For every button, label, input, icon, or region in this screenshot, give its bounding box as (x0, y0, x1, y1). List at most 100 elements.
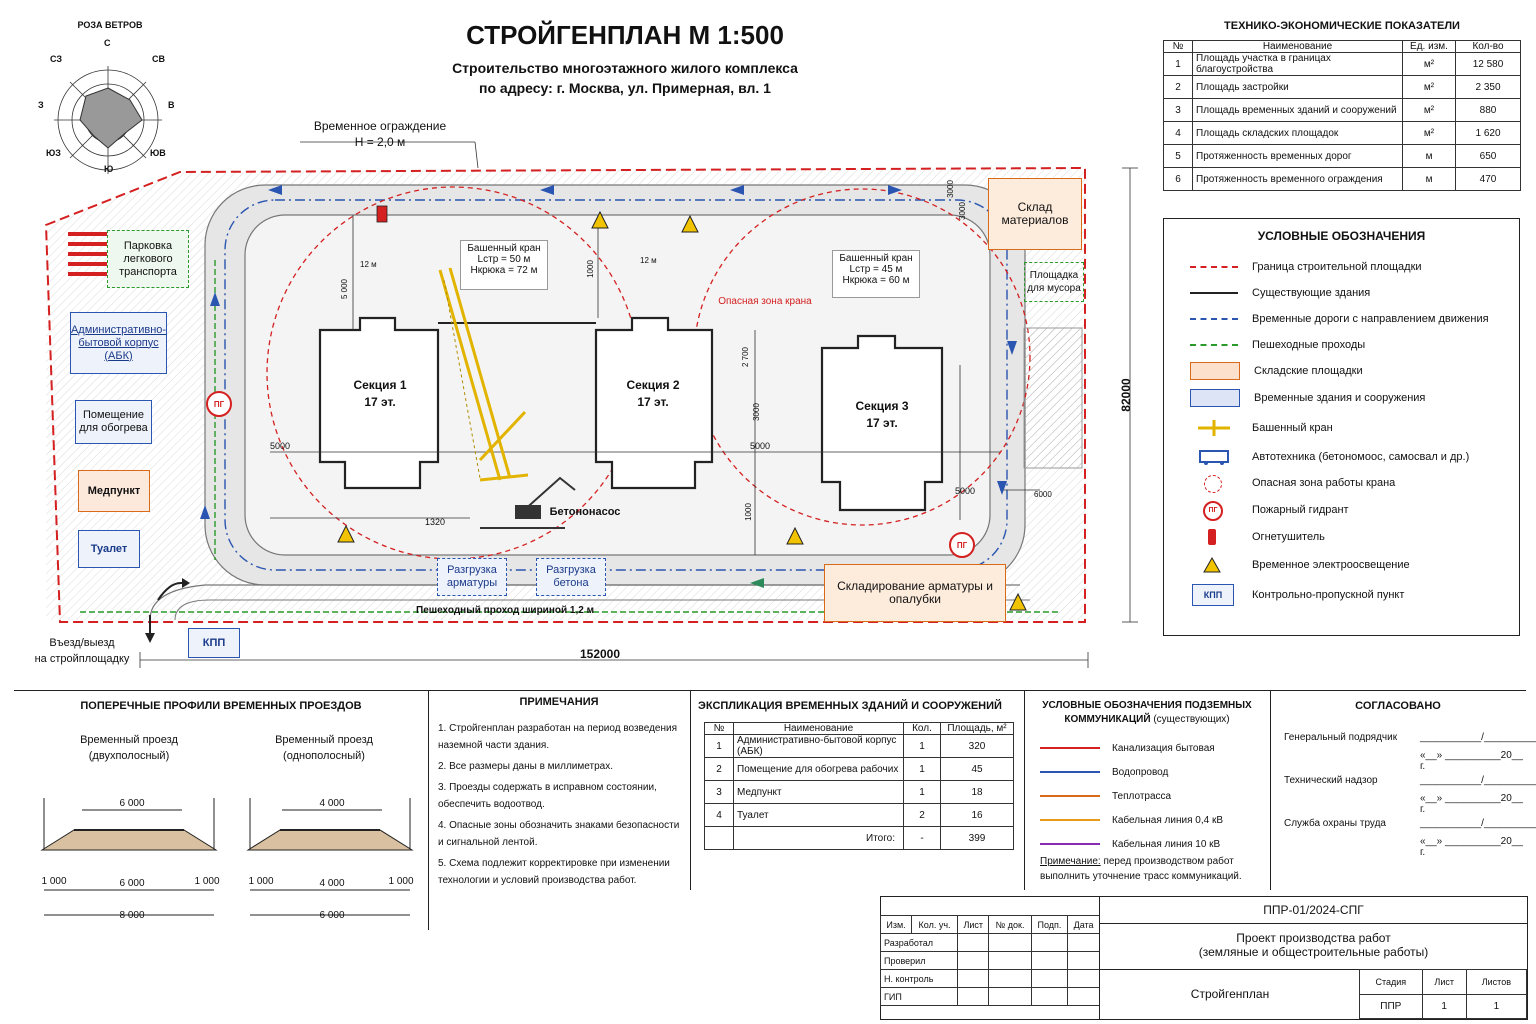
dim-v3: 2 700 (741, 346, 751, 368)
fence-label-2: Н = 2,0 м (354, 135, 406, 149)
toilet: Туалет (78, 530, 140, 568)
pump-label: Бетононасос (549, 506, 621, 518)
tep-cell: 3 (1163, 98, 1193, 122)
stamp-h: № док. (988, 915, 1032, 934)
profiles-title: ПОПЕРЕЧНЫЕ ПРОФИЛИ ВРЕМЕННЫХ ПРОЕЗДОВ (80, 700, 362, 712)
road-symbol (1190, 311, 1238, 327)
tep-cell: 1 620 (1455, 121, 1521, 145)
wind-dir-n: С (104, 38, 111, 48)
crane2-title: Башенный кран (839, 253, 913, 264)
pedestrian-label: Пешеходный проход шириной 1,2 м (416, 605, 594, 616)
tep-cell: м² (1402, 52, 1456, 76)
exp-total: 399 (940, 826, 1014, 850)
notes-panel: ПРИМЕЧАНИЯ 1. Стройгенплан разработан на… (428, 690, 691, 890)
p2-mid-dim: 4 000 (319, 878, 345, 889)
stamp-signature-table: Изм. Кол. уч. Лист № док. Подп. Дата Раз… (879, 915, 1100, 1006)
utility-line (1040, 771, 1100, 773)
exp-cell: 1 (903, 734, 941, 758)
legend-item: Опасная зона работы крана (1190, 473, 1395, 493)
p2-right-dim: 1 000 (388, 876, 414, 887)
stamp-role: Разработал (879, 933, 959, 952)
utilities-title-2: КОММУНИКАЦИЙ (1064, 714, 1151, 725)
tep-cell: 6 (1163, 167, 1193, 191)
tep-cell: м² (1402, 121, 1456, 145)
project-name-cell: Проект производства работ (земляные и об… (1099, 923, 1527, 970)
tep-cell: 2 350 (1455, 75, 1521, 99)
project-name-2: (земляные и общестроительные работы) (1198, 945, 1429, 959)
dim-v4: 3000 (751, 403, 761, 421)
approval-panel: СОГЛАСОВАНО Генеральный подрядчик ______… (1270, 690, 1536, 890)
entry-label-2: на стройплощадку (34, 653, 130, 665)
utility-label: Теплотрасса (1112, 790, 1172, 802)
bottom-divider (14, 690, 1526, 691)
unload-concrete-zone: Разгрузка бетона (536, 558, 606, 596)
legend-item: Временное электроосвещение (1190, 555, 1410, 575)
temp-building-symbol (1190, 389, 1240, 407)
utility-line (1040, 819, 1100, 821)
utilities-note-line-1: Примечание: перед производством работ (1040, 856, 1266, 867)
fence-label-1: Временное ограждение (313, 119, 447, 133)
stage-header: Стадия (1359, 969, 1423, 995)
medpunkt: Медпункт (78, 470, 150, 512)
legend-label: Временные здания и сооружения (1254, 392, 1426, 404)
utilities-note-1: перед производством работ (1100, 856, 1234, 867)
crane1-height: Нкрюка = 72 м (470, 265, 538, 276)
title-block: Изм. Кол. уч. Лист № док. Подп. Дата Раз… (879, 896, 1528, 1020)
section-1-floors: 17 эт. (364, 395, 396, 409)
section-1-name: Секция 1 (353, 378, 407, 392)
utility-item: Канализация бытовая (1040, 738, 1260, 758)
dim-v8: 1000 (743, 503, 753, 521)
dim-v6: 3000 (945, 180, 955, 198)
fire-hydrant-2: ПГ (949, 532, 975, 558)
exp-cell: 2 (903, 803, 941, 827)
crane1-reach: Lстр = 50 м (477, 254, 531, 265)
utility-label: Кабельная линия 10 кВ (1112, 838, 1221, 850)
utility-label: Водопровод (1112, 766, 1169, 778)
dim-width: 152000 (579, 647, 621, 661)
tep-h-name: Наименование (1192, 40, 1403, 53)
utility-item: Водопровод (1040, 762, 1260, 782)
dim-left: 5000 (270, 441, 291, 451)
exp-cell: 45 (940, 757, 1014, 781)
legend-item: Пешеходные проходы (1190, 335, 1365, 355)
approval-sign-1: ___________/___________/ (1420, 732, 1536, 743)
table-row: Итого:-399 (704, 826, 1014, 850)
trash-area: Площадка для мусора (1024, 262, 1084, 302)
stamp-h: Дата (1067, 915, 1100, 934)
p2-total-dim: 6 000 (319, 910, 345, 921)
wind-dir-e: В (168, 100, 175, 110)
legend-title: УСЛОВНЫЕ ОБОЗНАЧЕНИЯ (1257, 229, 1426, 243)
extinguisher-icon (1190, 529, 1238, 545)
utility-line (1040, 747, 1100, 749)
wind-dir-s: Ю (104, 164, 114, 174)
crane2-info: Башенный кран Lстр = 45 м Нкрюка = 60 м (832, 250, 920, 298)
sheet-name: Стройгенплан (1099, 969, 1360, 1019)
exp-total-qty: - (903, 826, 941, 850)
dim-right: 5000 (955, 486, 976, 496)
tep-cell: м (1402, 167, 1456, 191)
utilities-title-3: (существующих) (1153, 714, 1230, 725)
p1-top-dim: 6 000 (119, 798, 145, 809)
section-3-floors: 17 эт. (866, 416, 898, 430)
stamp-role: Н. контроль (879, 969, 959, 988)
pedestrian-symbol (1190, 337, 1238, 353)
tep-title: ТЕХНИКО-ЭКОНОМИЧЕСКИЕ ПОКАЗАТЕЛИ (1224, 20, 1460, 32)
legend-label: Пешеходные проходы (1252, 339, 1366, 351)
tep-h-unit: Ед. изм. (1402, 40, 1456, 53)
exp-h-num: № (704, 722, 734, 735)
approval-sign-2: ___________/___________/ (1420, 775, 1536, 786)
profiles-panel: ПОПЕРЕЧНЫЕ ПРОФИЛИ ВРЕМЕННЫХ ПРОЕЗДОВ Вр… (14, 690, 429, 930)
wind-rose-title: РОЗА ВЕТРОВ (77, 20, 143, 30)
note-item: 2. Все размеры даны в миллиметрах. (438, 761, 613, 772)
crane1-info: Башенный кран Lстр = 50 м Нкрюка = 72 м (460, 240, 548, 290)
profile1-title-1: Временный проезд (80, 734, 178, 746)
dim-v2: 1000 (585, 260, 595, 278)
utility-item: Кабельная линия 10 кВ (1040, 834, 1260, 854)
approval-date-2: «__» __________20__ г. (1420, 793, 1523, 815)
legend-label: Контрольно-пропускной пункт (1252, 589, 1405, 601)
